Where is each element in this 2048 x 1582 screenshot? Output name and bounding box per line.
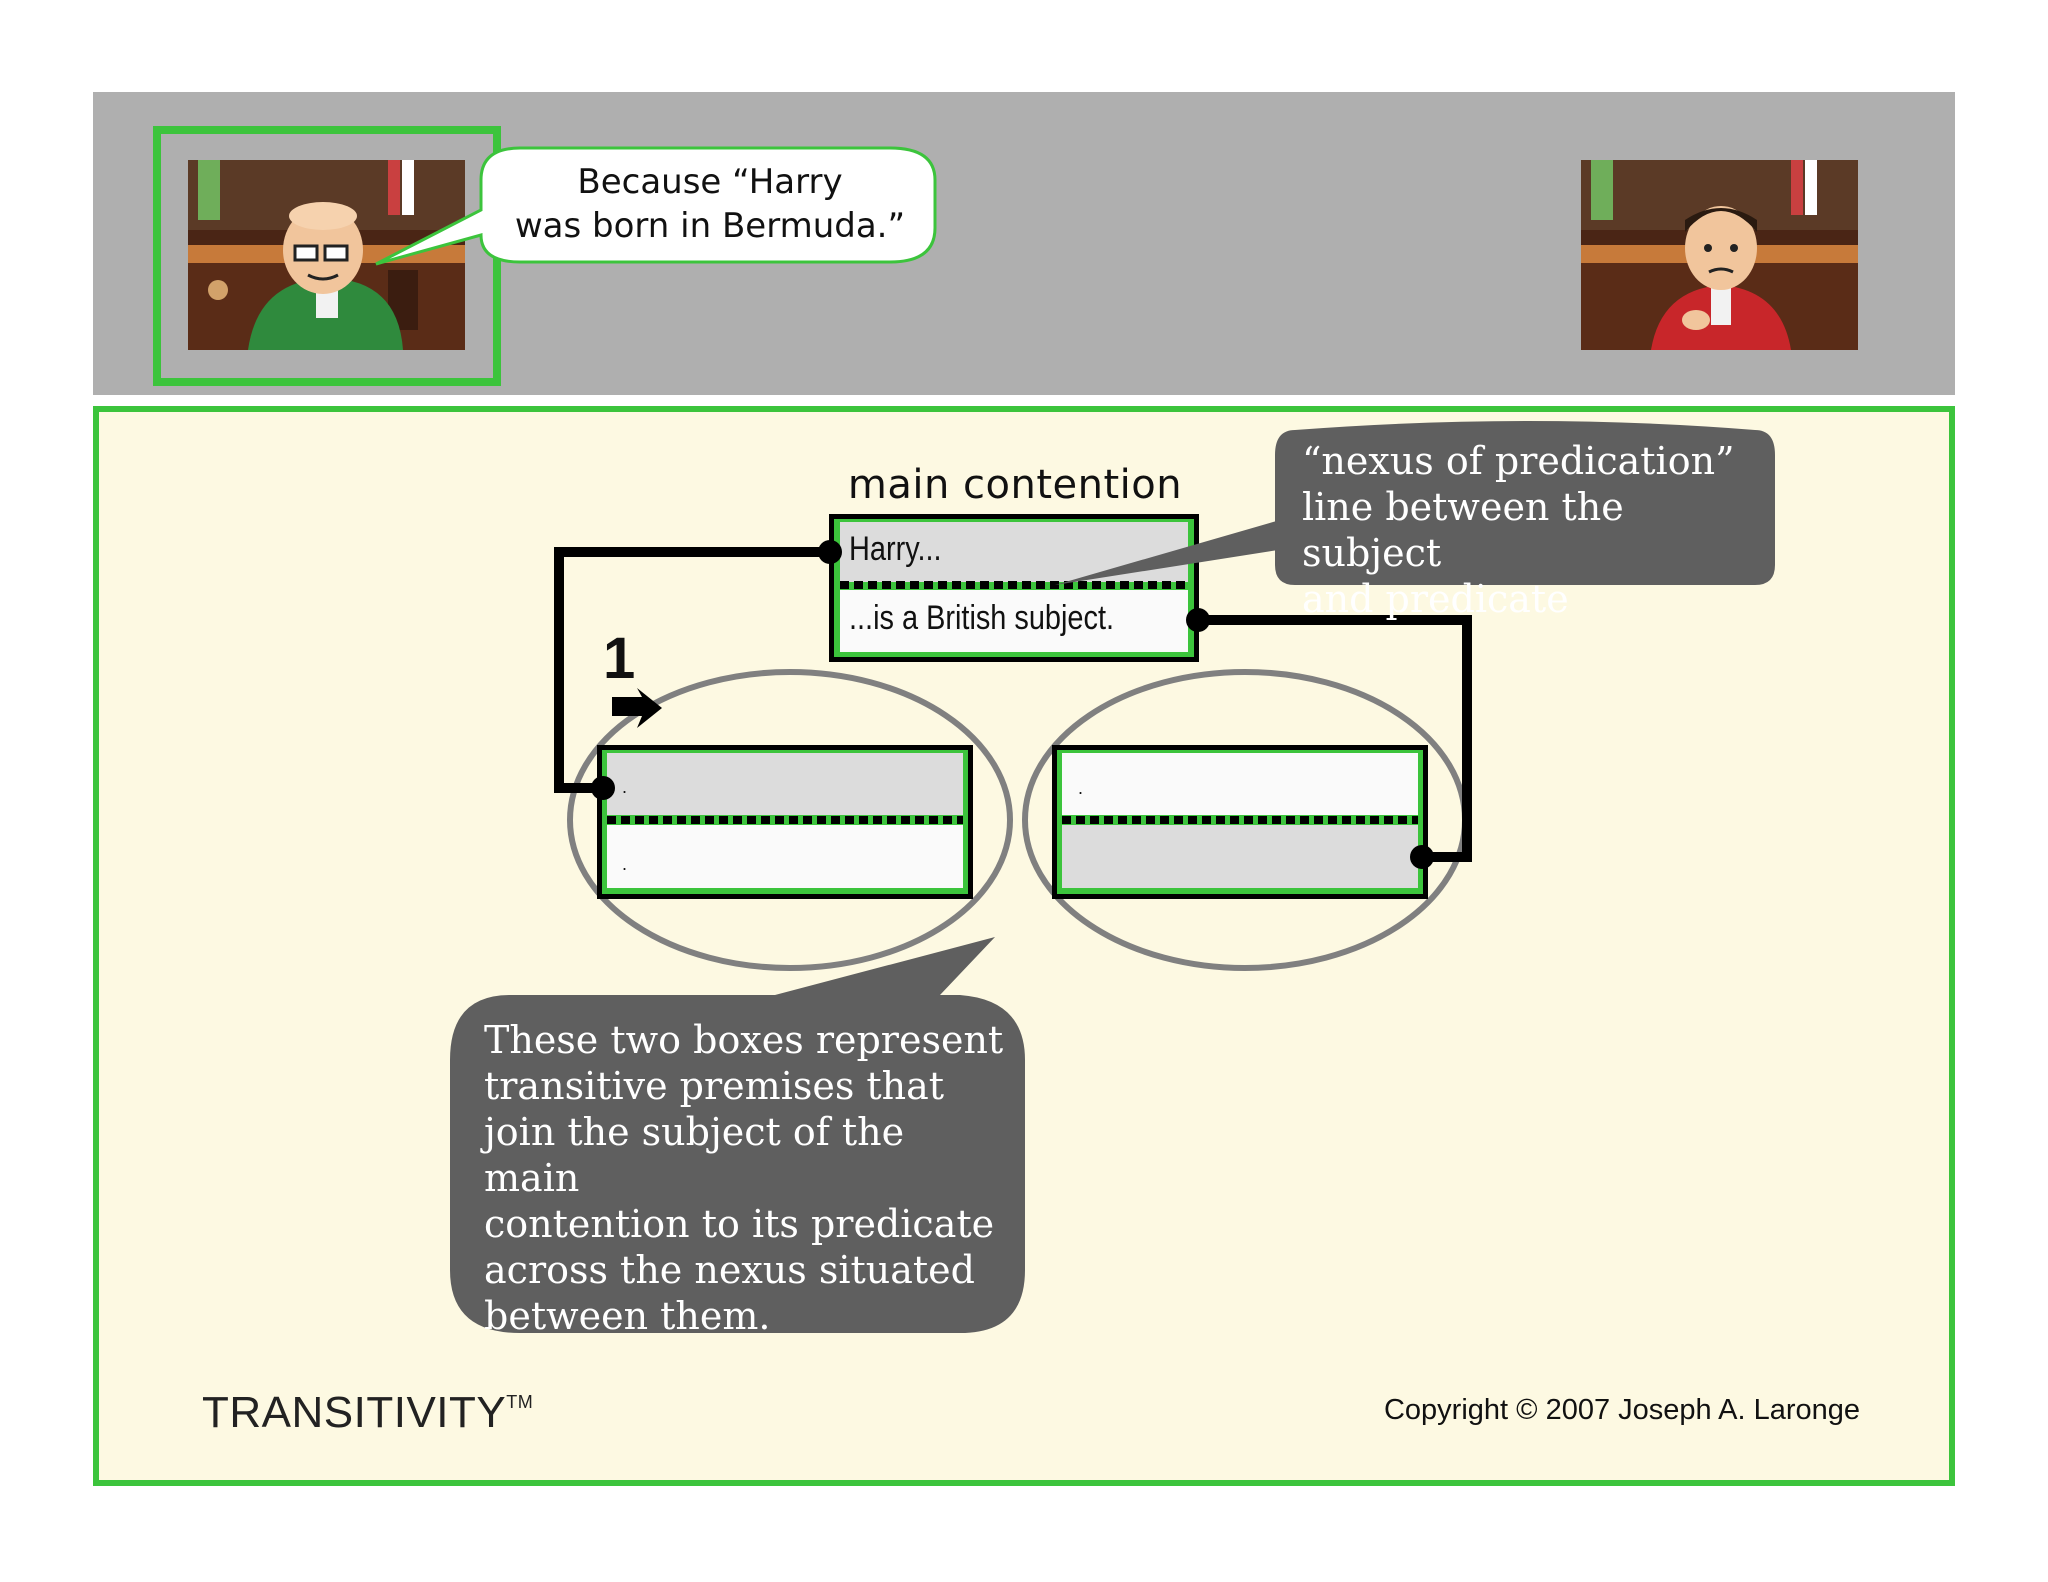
premise1-subject-text: . — [622, 777, 628, 797]
connector-dot — [591, 776, 615, 800]
red-suited-attorney-icon — [1581, 160, 1858, 350]
copyright-notice: Copyright © 2007 Joseph A. Laronge — [1383, 1394, 1860, 1426]
trademark-mark: TM — [506, 1392, 534, 1412]
speech-bubble — [375, 146, 937, 266]
nexus-callout — [1055, 421, 1775, 585]
right-arrow-icon — [612, 688, 662, 728]
premises-line-1: These two boxes represent — [484, 1018, 1004, 1062]
premises-callout — [450, 937, 1025, 1333]
nexus-line-2: line between the subject — [1302, 485, 1624, 575]
nexus-line-3: and predicate — [1302, 577, 1569, 621]
nexus-callout-text: “nexus of predication” line between the … — [1302, 438, 1762, 622]
connector-dot — [818, 540, 842, 564]
premises-line-3: join the subject of the main — [484, 1110, 905, 1200]
main-contention-box — [829, 514, 1199, 662]
step-number: 1 — [603, 626, 636, 691]
speech-line-1: Because “Harry — [577, 162, 843, 202]
premises-line-5: across the nexus situated — [484, 1248, 975, 1292]
predicate-text: ...is a British subject. — [849, 599, 1115, 637]
premise-box-2 — [1052, 745, 1428, 899]
premises-callout-text: These two boxes represent transitive pre… — [484, 1017, 1004, 1339]
predicate-connector — [1198, 615, 1472, 862]
main-contention-label: main contention — [847, 462, 1183, 508]
connector-dot — [1186, 608, 1210, 632]
green-suited-attorney-icon — [188, 160, 465, 350]
premises-line-6: between them. — [484, 1294, 771, 1338]
premise1-predicate-text: . — [622, 854, 628, 874]
premises-line-4: contention to its predicate — [484, 1202, 995, 1246]
speech-text: Because “Harry was born in Bermuda.” — [484, 160, 936, 248]
premise2-subject-text: . — [1078, 778, 1084, 798]
connector-dot — [1410, 845, 1434, 869]
brand-logo: TRANSITIVITYTM — [202, 1388, 533, 1438]
premises-line-2: transitive premises that — [484, 1064, 945, 1108]
speech-line-2: was born in Bermuda.” — [514, 206, 906, 246]
premise-box-1 — [597, 745, 973, 899]
subject-text: Harry... — [849, 530, 942, 568]
nexus-line-1: “nexus of predication” — [1302, 439, 1735, 483]
premise-ellipse-left — [567, 669, 1013, 971]
brand-name: TRANSITIVITY — [202, 1388, 507, 1437]
subject-connector — [554, 547, 830, 793]
